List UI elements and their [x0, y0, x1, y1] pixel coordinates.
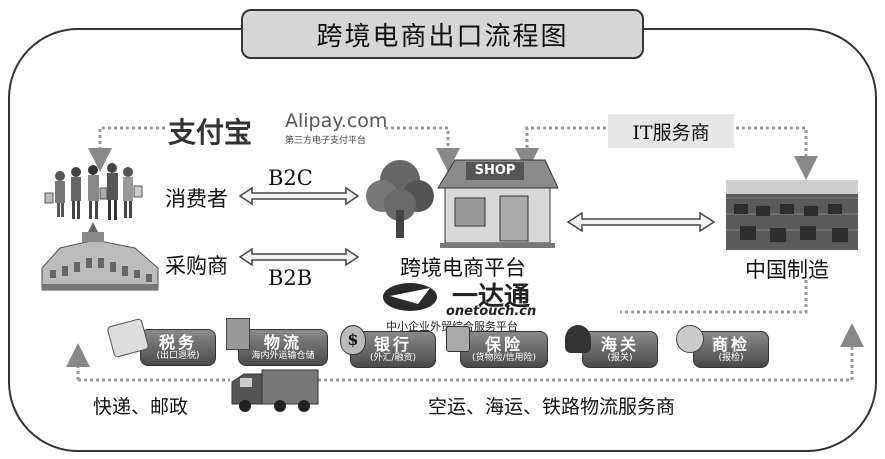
b2c-label: B2C	[268, 166, 313, 190]
customs-officer-icon	[565, 325, 591, 353]
it-to-factory-connector	[736, 126, 818, 180]
truck-illustration	[231, 369, 319, 412]
money-bag-icon: $	[340, 325, 366, 355]
shop-sign: SHOP	[474, 163, 516, 178]
platform-label: 跨境电商平台	[400, 256, 526, 280]
insurance-document-icon	[446, 326, 470, 352]
alipay-to-consumer-connector	[88, 126, 165, 172]
made-in-china-label: 中国制造	[745, 258, 829, 282]
forklift-icon	[226, 318, 250, 350]
logistics-loop-connector	[78, 335, 852, 382]
magnifier-icon	[676, 325, 704, 353]
service-inspection: 商检(报检)	[693, 331, 769, 368]
factory-photo	[726, 180, 858, 250]
service-tax: 税务(出口退税)	[140, 329, 216, 366]
b2b-label: B2B	[268, 266, 313, 290]
shop-illustration	[366, 159, 559, 248]
express-label: 快递、邮政	[93, 396, 189, 418]
service-insurance: 保险(货物险/信用险)	[460, 331, 548, 368]
diagram-title: 跨境电商出口流程图	[241, 9, 644, 59]
service-logistics: 物流海内外运输仓储	[238, 329, 328, 366]
service-customs: 海关(报关)	[582, 331, 658, 368]
logistics-providers-label: 空运、海运、铁路物流服务商	[428, 396, 676, 418]
b2b-double-arrow	[238, 247, 360, 267]
alipay-to-shop-connector	[385, 126, 460, 172]
alipay-subtitle: 第三方电子支付平台	[285, 136, 367, 146]
platform-factory-double-arrow	[566, 211, 716, 233]
b2c-double-arrow	[238, 186, 360, 206]
it-to-shop-connector	[515, 126, 606, 172]
alipay-logo-zh: 支付宝	[168, 116, 253, 149]
onetouch-domain: onetouch.cn	[446, 304, 537, 319]
it-provider-box: IT服务商	[608, 114, 734, 148]
purchaser-label: 采购商	[165, 254, 228, 278]
shoppers-illustration	[44, 163, 143, 220]
onetouch-logo-mark	[383, 283, 437, 311]
factory-to-services-connector	[620, 280, 808, 314]
department-store-illustration	[41, 222, 159, 291]
consumer-label: 消费者	[165, 187, 228, 211]
alipay-logo-en: Alipay.com	[285, 110, 388, 132]
onetouch-name: 一达通	[452, 282, 531, 312]
